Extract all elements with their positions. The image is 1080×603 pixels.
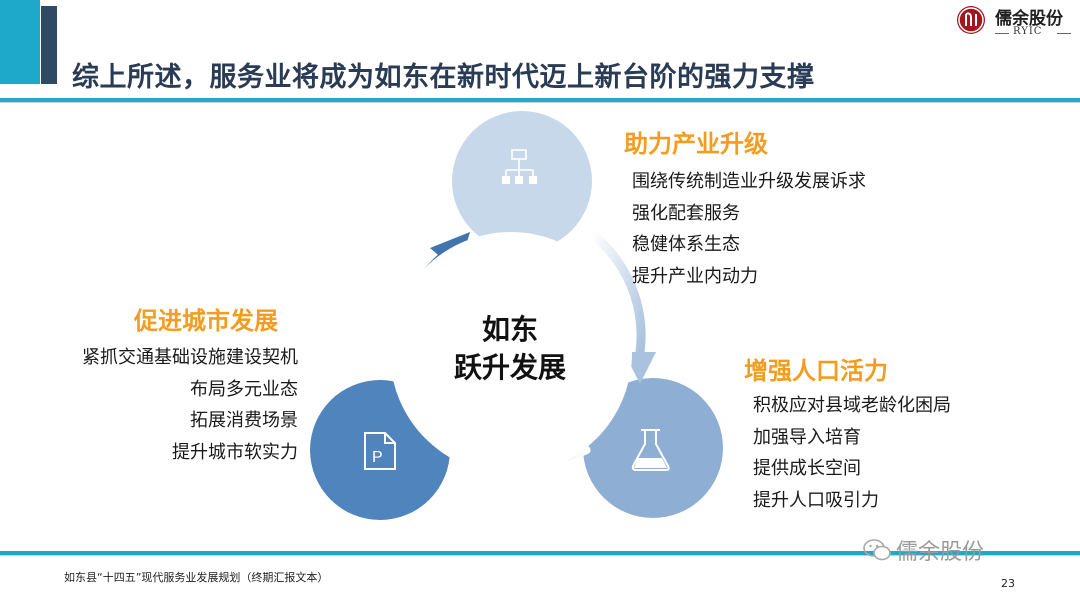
list-item: 提升人口吸引力: [753, 489, 879, 511]
node-circle-right: [583, 378, 723, 518]
logo-name-cn: 儒余股份: [995, 9, 1063, 29]
list-item: 积极应对县域老龄化困局: [753, 395, 951, 416]
title-divider-thin: [0, 102, 1080, 103]
company-logo: 儒余股份 RYIC: [955, 4, 1075, 40]
page-number: 23: [1001, 577, 1015, 590]
center-line-2: 跃升发展: [453, 351, 566, 384]
center-line-1: 如东: [481, 313, 538, 346]
cycle-center-label: 如东 跃升发展: [430, 311, 590, 387]
logo-name-en: RYIC: [1013, 26, 1043, 37]
list-item: 围绕传统制造业升级发展诉求: [632, 171, 866, 192]
heading-population-vitality: 增强人口活力: [744, 357, 888, 385]
list-item: 提升城市软实力: [172, 441, 298, 463]
list-item: 布局多元业态: [190, 378, 298, 400]
logo-rule-left: [995, 33, 1009, 34]
page-title: 综上所述，服务业将成为如东在新时代迈上新台阶的强力支撑: [72, 62, 815, 93]
header-accent-block: [0, 0, 40, 84]
footer-divider: [0, 551, 1080, 555]
list-industry-upgrade: 围绕传统制造业升级发展诉求 强化配套服务 稳健体系生态 提升产业内动力: [632, 166, 866, 292]
list-item: 加强导入培育: [753, 426, 861, 448]
wechat-icon: [863, 539, 891, 561]
heading-city-development: 促进城市发展: [134, 307, 278, 335]
org-chart-icon: [502, 149, 537, 184]
cycle-arrow-right-down: [587, 229, 646, 357]
center-circle: [390, 232, 632, 474]
logo-rule-right: [1057, 33, 1071, 34]
list-city-development: 紧抓交通基础设施建设契机 布局多元业态 拓展消费场景 提升城市软实力: [82, 342, 298, 468]
logo-seal-icon: [957, 6, 985, 34]
footer-source: 如东县“十四五”现代服务业发展规划（终期汇报文本）: [64, 571, 329, 584]
arrow-head-right: [624, 352, 656, 384]
list-population-vitality: 积极应对县域老龄化困局 加强导入培育 提供成长空间 提升人口吸引力: [753, 390, 951, 516]
document-p-icon: P: [364, 432, 396, 470]
list-item: 提供成长空间: [753, 458, 861, 479]
list-item: 稳健体系生态: [632, 234, 740, 255]
header-accent-bar: [41, 6, 57, 84]
footer-divider-thin: [0, 555, 1080, 556]
list-item: 拓展消费场景: [190, 410, 298, 431]
title-divider: [0, 98, 1080, 102]
svg-text:P: P: [372, 449, 383, 466]
list-item: 提升产业内动力: [632, 265, 758, 287]
list-item: 紧抓交通基础设施建设契机: [82, 347, 298, 368]
watermark-text: 儒余股份: [896, 540, 985, 565]
heading-industry-upgrade: 助力产业升级: [624, 130, 768, 158]
flask-icon: [631, 429, 670, 471]
list-item: 强化配套服务: [632, 202, 740, 224]
